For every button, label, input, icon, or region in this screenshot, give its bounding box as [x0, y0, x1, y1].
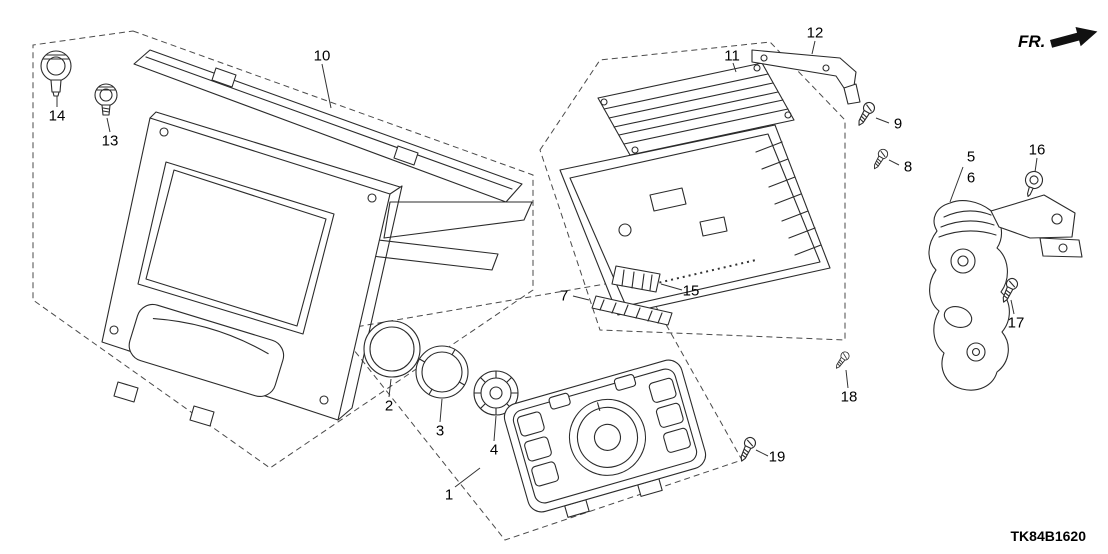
part-callout-1: 1	[444, 486, 454, 504]
side-bracket-drawing	[928, 194, 1083, 391]
part-callout-5: 5	[966, 148, 976, 166]
ring-part-2-drawing	[363, 320, 421, 378]
fr-direction-marker: FR.	[1018, 26, 1098, 51]
knob-part-13-drawing	[94, 83, 118, 116]
connector-part-15-drawing	[611, 265, 661, 293]
knob-part-14-drawing	[40, 50, 72, 97]
bezel-assembly-enclosure	[32, 30, 534, 469]
part-callout-8: 8	[903, 158, 913, 176]
part-callout-17: 17	[1007, 314, 1025, 332]
part-callout-4: 4	[489, 441, 499, 459]
rail-bracket-part-12-drawing	[751, 49, 861, 105]
part-callout-3: 3	[435, 422, 445, 440]
audio-unit-drawing	[559, 62, 831, 316]
part-callout-14: 14	[48, 107, 66, 125]
screw-part-16	[1024, 170, 1044, 197]
part-callout-2: 2	[384, 397, 394, 415]
part-callout-16: 16	[1028, 141, 1046, 159]
part-callout-7: 7	[559, 287, 569, 305]
diagram-code: TK84B1620	[1011, 528, 1087, 544]
part-callout-19: 19	[768, 448, 786, 466]
part-callout-10: 10	[313, 47, 331, 65]
part-callout-15: 15	[682, 282, 700, 300]
part-callout-13: 13	[101, 132, 119, 150]
part-callout-12: 12	[806, 24, 824, 42]
fr-arrow-icon	[1050, 26, 1098, 48]
control-panel-drawing	[503, 359, 707, 518]
callout-leader-lines	[56, 40, 1038, 488]
part-callout-9: 9	[893, 115, 903, 133]
part-callout-18: 18	[840, 388, 858, 406]
ring-part-3-drawing	[415, 345, 469, 399]
audio-unit-enclosure	[539, 41, 846, 341]
part-callout-6: 6	[966, 169, 976, 187]
knob-part-4-drawing	[473, 370, 519, 416]
part-callout-11: 11	[724, 47, 740, 65]
front-bezel-drawing	[101, 49, 533, 427]
fr-label: FR.	[1018, 32, 1045, 51]
strip-part-7-drawing	[591, 295, 673, 326]
